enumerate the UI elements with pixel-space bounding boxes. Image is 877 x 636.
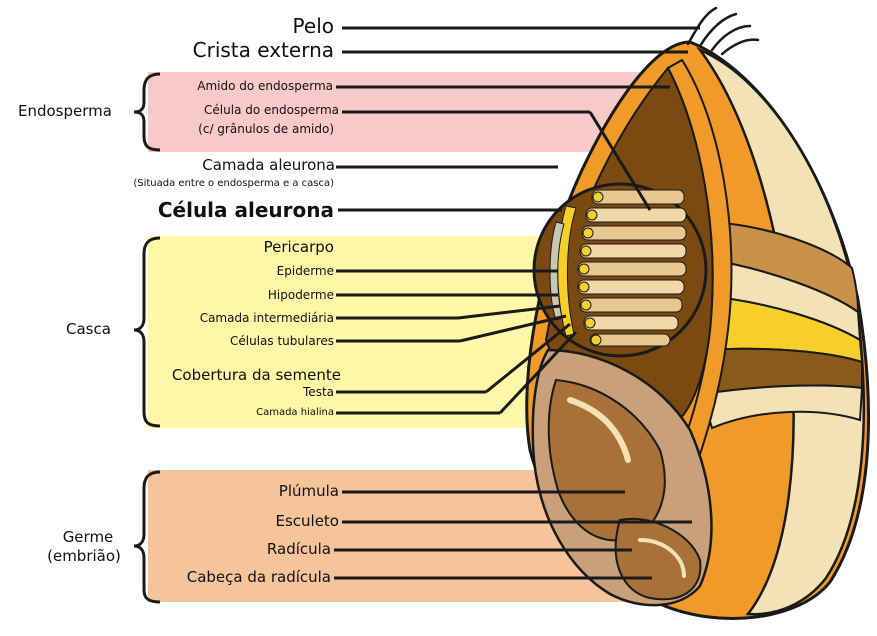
casca-band xyxy=(148,236,548,428)
label-camada-aleurona-sub: (Situada entre o endosperma e a casca) xyxy=(133,179,334,189)
label-cobertura-semente: Cobertura da semente xyxy=(172,368,341,383)
label-radicula: Radícula xyxy=(267,542,331,557)
label-celula-endosperma-sub: (c/ grânulos de amido) xyxy=(198,123,334,135)
label-epiderme: Epiderme xyxy=(277,265,334,277)
label-cabeca-radicula: Cabeça da radícula xyxy=(187,570,331,585)
label-celula-aleurona: Célula aleurona xyxy=(158,200,334,220)
label-camada-hialina: Camada hialina xyxy=(256,408,334,418)
label-celulas-tubulares: Células tubulares xyxy=(230,335,334,347)
label-pericarpo: Pericarpo xyxy=(264,240,334,255)
label-camada-intermediaria: Camada intermediária xyxy=(200,312,334,324)
group-germe: Germe xyxy=(48,530,128,545)
group-endosperma: Endosperma xyxy=(18,104,112,119)
label-hipoderme: Hipoderme xyxy=(268,289,334,301)
label-crista-externa: Crista externa xyxy=(193,40,334,60)
label-escutelo: Esculeto xyxy=(275,514,339,529)
label-pelo: Pelo xyxy=(293,16,334,36)
group-casca: Casca xyxy=(66,322,111,337)
label-plumula: Plúmula xyxy=(279,484,339,499)
label-amido-endosperma: Amido do endosperma xyxy=(197,80,333,92)
label-testa: Testa xyxy=(303,386,334,398)
label-camada-aleurona: Camada aleurona xyxy=(202,158,335,173)
label-celula-endosperma: Célula do endosperma xyxy=(204,104,339,116)
group-germe-sub: (embrião) xyxy=(36,549,132,564)
